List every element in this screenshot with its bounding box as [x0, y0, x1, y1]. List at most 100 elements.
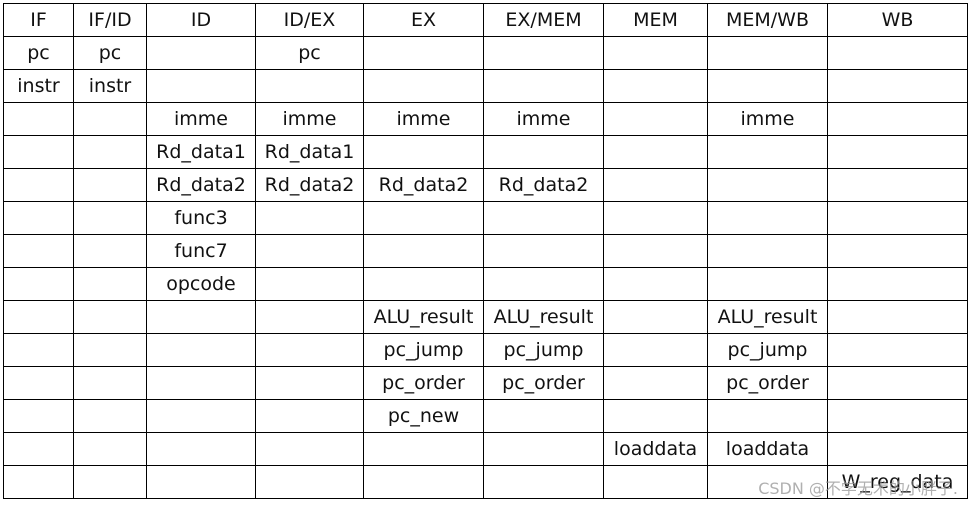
table-cell	[255, 333, 364, 367]
table-cell	[73, 168, 147, 202]
table-cell: imme	[146, 102, 256, 136]
table-cell	[707, 234, 828, 268]
table-cell	[146, 432, 256, 466]
table-cell	[146, 366, 256, 400]
table-cell: pc_jump	[483, 333, 604, 367]
table-cell	[603, 135, 708, 169]
table-cell: pc	[255, 36, 364, 70]
table-cell	[707, 201, 828, 235]
column-header-mem-wb: MEM/WB	[707, 3, 828, 37]
table-cell	[3, 102, 74, 136]
table-cell	[146, 465, 256, 499]
table-cell	[483, 201, 604, 235]
table-cell	[3, 267, 74, 301]
table-cell	[146, 399, 256, 433]
table-cell: pc_new	[363, 399, 484, 433]
table-cell	[363, 432, 484, 466]
table-cell	[483, 36, 604, 70]
table-cell: pc	[3, 36, 74, 70]
table-cell: pc_jump	[707, 333, 828, 367]
table-cell: instr	[3, 69, 74, 103]
table-cell	[483, 135, 604, 169]
table-cell: W_reg_data	[827, 465, 968, 499]
table-cell	[146, 333, 256, 367]
table-cell	[146, 69, 256, 103]
table-cell: ALU_result	[363, 300, 484, 334]
table-cell	[483, 465, 604, 499]
table-cell	[603, 168, 708, 202]
table-cell	[483, 432, 604, 466]
table-cell	[603, 69, 708, 103]
table-cell	[73, 300, 147, 334]
table-cell	[363, 267, 484, 301]
table-cell	[603, 300, 708, 334]
table-cell: pc	[73, 36, 147, 70]
table-cell: func3	[146, 201, 256, 235]
table-cell	[827, 201, 968, 235]
table-cell	[827, 432, 968, 466]
table-cell	[827, 300, 968, 334]
table-cell	[363, 69, 484, 103]
table-cell	[73, 399, 147, 433]
table-cell	[146, 300, 256, 334]
table-cell	[363, 234, 484, 268]
table-cell: imme	[363, 102, 484, 136]
table-cell	[73, 135, 147, 169]
table-cell	[707, 168, 828, 202]
table-cell	[827, 366, 968, 400]
table-cell	[255, 201, 364, 235]
table-row: opcode	[3, 267, 968, 301]
table-cell: loaddata	[707, 432, 828, 466]
table-cell	[603, 201, 708, 235]
table-cell	[255, 465, 364, 499]
table-cell	[603, 36, 708, 70]
column-header-if: IF	[3, 3, 74, 37]
table-cell	[363, 135, 484, 169]
table-cell	[3, 399, 74, 433]
table-row: W_reg_data	[3, 465, 968, 499]
table-cell	[3, 135, 74, 169]
table-cell	[255, 366, 364, 400]
table-row: pc_new	[3, 399, 968, 433]
table-cell: Rd_data2	[363, 168, 484, 202]
table-cell	[255, 267, 364, 301]
header-row: IF IF/ID ID ID/EX EX EX/MEM MEM MEM/WB W…	[3, 3, 968, 37]
table-cell	[827, 69, 968, 103]
table-cell	[255, 234, 364, 268]
table-cell	[3, 168, 74, 202]
table-cell	[483, 69, 604, 103]
table-cell	[255, 432, 364, 466]
pipeline-register-table: IF IF/ID ID ID/EX EX EX/MEM MEM MEM/WB W…	[3, 3, 968, 499]
table-cell	[146, 36, 256, 70]
column-header-id: ID	[146, 3, 256, 37]
table-cell: imme	[255, 102, 364, 136]
table-cell	[603, 333, 708, 367]
table-cell	[827, 36, 968, 70]
table-cell	[707, 135, 828, 169]
table-cell	[255, 69, 364, 103]
table-cell: instr	[73, 69, 147, 103]
column-header-wb: WB	[827, 3, 968, 37]
table-cell	[483, 234, 604, 268]
table-cell: pc_jump	[363, 333, 484, 367]
column-header-id-ex: ID/EX	[255, 3, 364, 37]
table-cell	[3, 366, 74, 400]
table-cell: Rd_data2	[483, 168, 604, 202]
table-cell: imme	[707, 102, 828, 136]
table-cell: pc_order	[707, 366, 828, 400]
table-cell: opcode	[146, 267, 256, 301]
table-cell	[603, 267, 708, 301]
table-cell: ALU_result	[483, 300, 604, 334]
table-cell	[707, 399, 828, 433]
table-cell	[255, 399, 364, 433]
table-cell: imme	[483, 102, 604, 136]
table-cell	[827, 333, 968, 367]
column-header-mem: MEM	[603, 3, 708, 37]
table-cell	[363, 201, 484, 235]
